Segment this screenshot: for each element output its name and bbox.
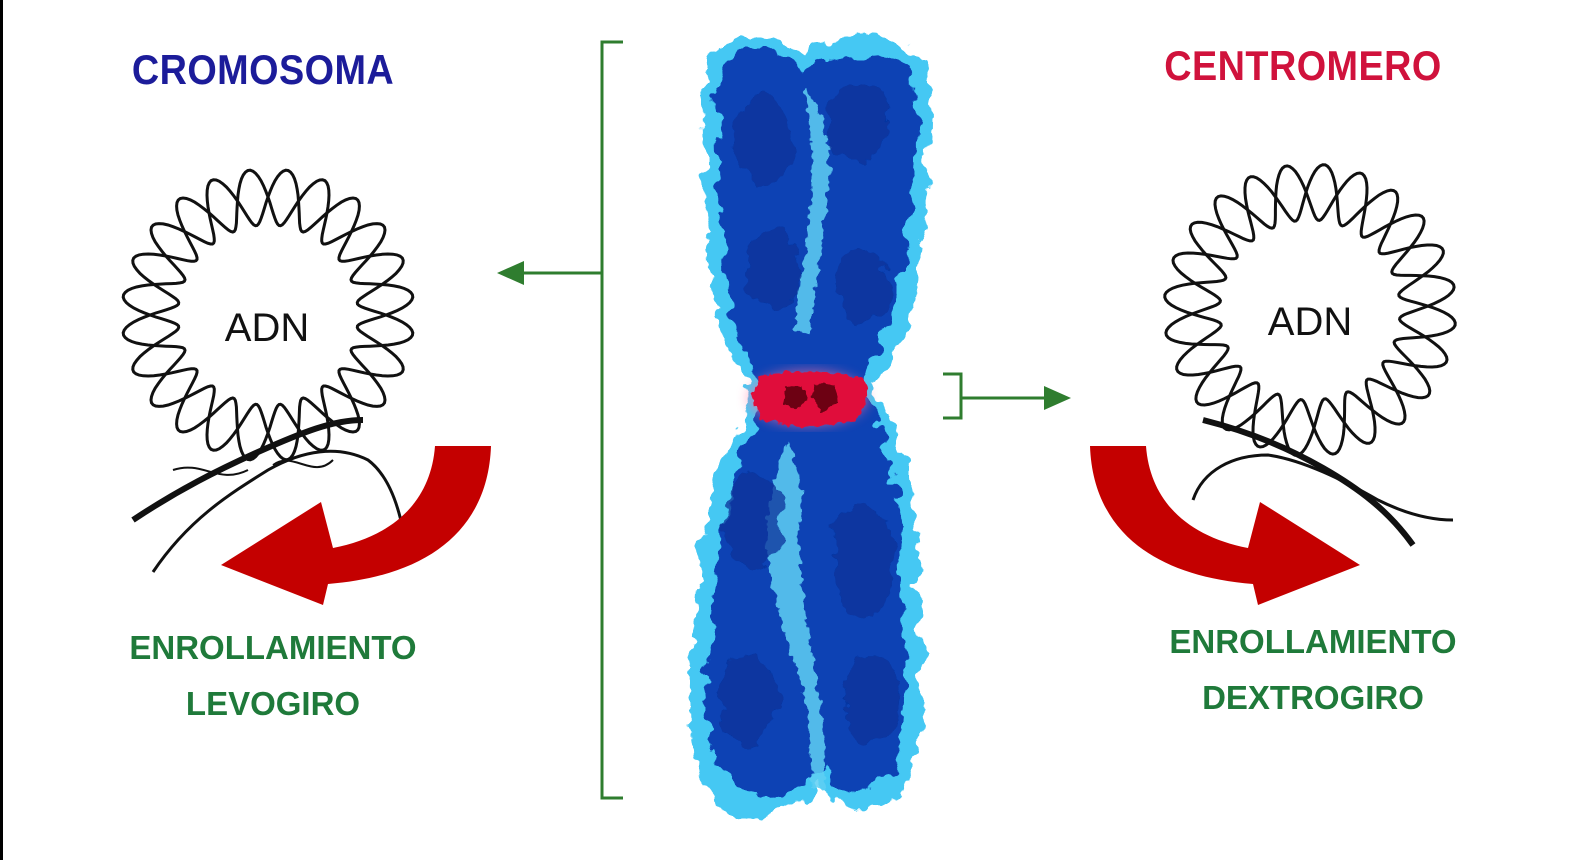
caption-right-line1: ENROLLAMIENTO	[1169, 623, 1457, 660]
centromere-bracket	[943, 372, 1071, 420]
caption-left-line1: ENROLLAMIENTO	[129, 629, 417, 666]
caption-left-line2: LEVOGIRO	[185, 685, 361, 722]
dna-label-right: ADN	[1267, 300, 1353, 344]
chromosome-bracket	[497, 40, 623, 800]
dna-ring-right	[1163, 163, 1457, 547]
counterclockwise-arrow-icon	[221, 446, 491, 605]
chromosome-title: CROMOSOMA	[131, 46, 395, 93]
chromosome-diagram	[121, 34, 1457, 819]
caption-right-line2: DEXTROGIRO	[1202, 679, 1424, 716]
dna-ring-left	[121, 168, 415, 573]
dna-label-left: ADN	[224, 306, 310, 350]
clockwise-arrow-icon	[1090, 446, 1360, 605]
centromere-title: CENTROMERO	[1164, 42, 1442, 89]
dextrogiro-caption: ENROLLAMIENTO DEXTROGIRO	[1123, 614, 1503, 726]
levogiro-caption: ENROLLAMIENTO LEVOGIRO	[83, 620, 463, 732]
chromosome-image	[689, 34, 930, 819]
